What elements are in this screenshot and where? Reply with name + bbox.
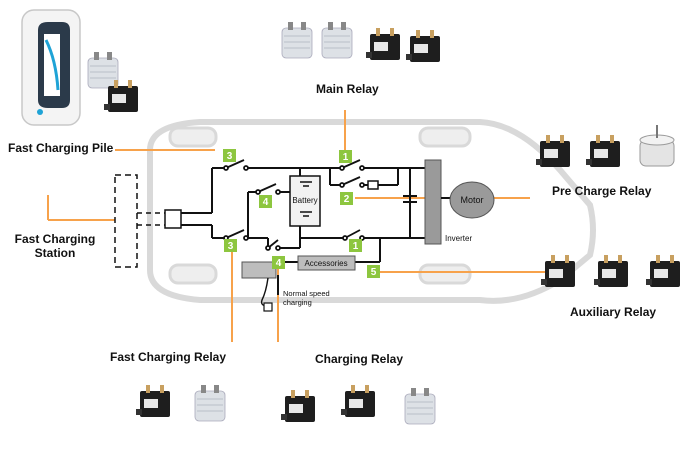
fast-charging-relay-label: Fast Charging Relay xyxy=(110,350,227,364)
svg-text:1: 1 xyxy=(353,241,359,252)
main-relay-images xyxy=(281,21,440,62)
motor-block: Motor xyxy=(449,181,495,219)
marker-2: 2 xyxy=(340,192,353,205)
svg-text:3: 3 xyxy=(227,151,233,162)
auxiliary-relay-label: Auxiliary Relay xyxy=(570,305,657,319)
marker-3-top: 3 xyxy=(223,149,236,162)
fast-charging-station-box xyxy=(114,174,138,268)
marker-5: 5 xyxy=(367,265,380,278)
marker-4-bottom: 4 xyxy=(272,256,285,269)
normal-speed-line1: Normal speed xyxy=(283,289,330,298)
fast-charging-station-line2: Station xyxy=(34,246,76,260)
svg-text:4: 4 xyxy=(276,258,282,269)
fast-charging-station-label: Fast Charging Station xyxy=(12,232,98,260)
capacitor xyxy=(403,195,417,203)
marker-1-top: 1 xyxy=(339,150,352,163)
accessories-block: Accessories xyxy=(297,255,356,271)
charge-inlet xyxy=(164,209,182,229)
inverter-block xyxy=(424,159,442,245)
onboard-charger xyxy=(241,261,277,279)
charging-relay-images xyxy=(281,385,436,425)
pre-charge-resistor xyxy=(367,180,379,190)
car-outline xyxy=(147,119,596,304)
battery-block: Battery xyxy=(289,175,321,227)
battery-label: Battery xyxy=(292,196,317,205)
car-wheels xyxy=(168,126,472,285)
marker-3-bottom: 3 xyxy=(224,239,237,252)
circuit-wiring xyxy=(181,167,425,295)
dashed-feed-lines xyxy=(137,212,165,226)
fast-charging-station-line1: Fast Charging xyxy=(14,232,96,246)
accessories-label: Accessories xyxy=(304,259,347,268)
svg-text:4: 4 xyxy=(263,197,269,208)
auxiliary-relay-images xyxy=(541,255,680,287)
pre-charge-relay-images xyxy=(536,125,675,167)
inverter-label: Inverter xyxy=(445,234,472,243)
svg-text:1: 1 xyxy=(343,152,349,163)
pre-charge-relay-label: Pre Charge Relay xyxy=(552,184,652,198)
charging-pile-icon xyxy=(21,9,81,126)
normal-charge-plug xyxy=(263,302,273,312)
svg-text:5: 5 xyxy=(371,267,377,278)
fast-charging-pile-label: Fast Charging Pile xyxy=(8,141,114,155)
relay-white-cylinder-icon xyxy=(87,51,119,89)
charging-relay-label: Charging Relay xyxy=(315,352,404,366)
motor-label: Motor xyxy=(460,195,483,205)
svg-text:3: 3 xyxy=(228,241,234,252)
main-relay-label: Main Relay xyxy=(316,82,379,96)
normal-speed-line2: charging xyxy=(283,298,312,307)
marker-4-left: 4 xyxy=(259,195,272,208)
svg-text:2: 2 xyxy=(344,194,350,205)
relay-silver-round-icon xyxy=(639,125,675,167)
relay-switches xyxy=(223,159,365,251)
marker-1-bottom: 1 xyxy=(349,239,362,252)
fast-charging-relay-images xyxy=(136,384,226,422)
marker-badges: 1 1 2 3 3 4 4 5 xyxy=(223,149,380,278)
